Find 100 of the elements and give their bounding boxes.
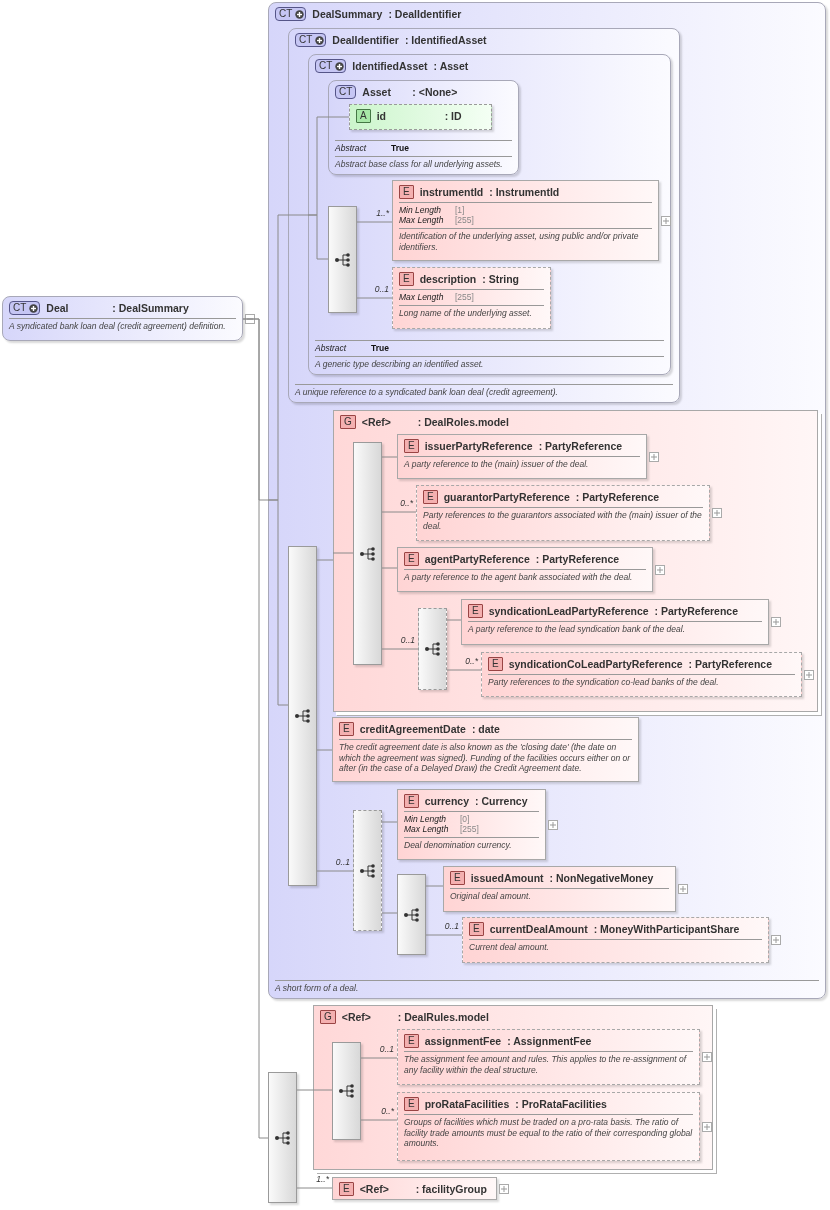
description: Original deal amount. [450,891,532,902]
sequence-bar [353,442,382,665]
property-name: Max Length [399,292,445,302]
description: Deal denomination currency. [404,840,513,851]
cardinality-label: 1..* [376,208,389,218]
type-name: : Asset [433,60,469,72]
cardinality-label: 1..* [316,1174,329,1184]
connector-line [425,885,444,887]
description: Party references to the syndication co-lead banks of the deal. [488,677,720,688]
property-name: Max Length [399,215,445,225]
connector-line [307,214,329,260]
element-name: <Ref> [361,416,392,428]
property-value: [0] [460,814,470,824]
property-name: Abstract [335,142,368,153]
connector-line [316,749,333,751]
connector-line [381,912,398,914]
type-name: : ProRataFacilities [515,1098,607,1110]
description: A party reference to the agent bank associated with the deal. [404,572,634,583]
description: A short form of a deal. [275,982,360,993]
type-name: : ID [444,110,462,122]
connector-line [356,221,393,223]
description: A party reference to the lead syndication bank of the deal. [468,624,687,635]
property-value: [255] [455,292,474,302]
type-name: : DealRoles.model [417,416,509,428]
connector-line [381,567,398,569]
element-name: issuerPartyReference [424,440,533,452]
connector-line [446,669,482,671]
connector-line [360,1119,398,1121]
description: A unique reference to a syndicated bank loan deal (credit agreement). [295,386,559,397]
cardinality-label: 0..1 [335,857,350,867]
element-name: IdentifiedAsset [352,60,428,72]
sequence-bar [288,546,317,886]
connector-line [381,456,398,458]
type-badge: E [468,604,483,618]
description: A syndicated bank loan deal (credit agreement) definition. [9,321,227,332]
description: Identification of the underlying asset, using public and/or private identifiers. [399,231,640,252]
complex-type-box [328,80,519,175]
cardinality-label: 0..1 [444,921,459,931]
element-name: syndicationCoLeadPartyReference [508,658,683,670]
connector-line [360,1057,398,1059]
attribute-box [349,104,492,130]
type-name: : MoneyWithParticipantShare [593,923,740,935]
property-value: True [371,342,389,353]
type-badge: CT [335,85,357,99]
complex-type-box [308,54,671,375]
type-name: : date [471,723,500,735]
type-name: : NonNegativeMoney [549,872,654,884]
connector-line [242,318,269,1139]
element-box [332,717,639,782]
cardinality-label: 0..1 [374,284,389,294]
element-name: <Ref> [341,1011,372,1023]
description: Groups of facilities which must be traded on a pro-rata basis. The ratio of facility trade amounts must be equal to the ratio of their corresponding global amounts. [404,1117,693,1149]
type-badge: E [404,552,419,566]
property-name: Min Length [399,205,443,215]
connector-line [332,552,354,554]
description: The credit agreement date is also known as the 'closing date' (the date on which the agreement was signed). Funding of the facilities occurs either on or after (in the case of a Delayed Draw) the Credit Agreement date. [339,742,632,774]
property-name: Abstract [315,342,348,353]
element-name: instrumentId [419,186,484,198]
connector-line [381,648,419,650]
sequence-bar [397,874,426,955]
connector-line [381,511,417,513]
connector-line [425,934,463,936]
type-name: : DealIdentifier [388,8,462,20]
type-name: : InstrumentId [489,186,560,198]
type-badge: E [399,185,414,199]
type-name: : DealRules.model [397,1011,489,1023]
complex-type-box [268,2,826,999]
description: A generic type describing an identified asset. [315,358,485,369]
property-name: Min Length [404,814,448,824]
element-name: guarantorPartyReference [443,491,570,503]
type-name: : <None> [412,86,458,98]
type-badge: A [356,109,371,123]
type-badge: E [469,922,484,936]
type-badge: E [404,794,419,808]
connector-line [446,619,462,621]
type-badge: G [340,415,356,429]
cardinality-label: 0..1 [379,1044,394,1054]
description: A party reference to the (main) issuer of the deal. [404,459,590,470]
type-badge: E [399,272,414,286]
element-name: creditAgreementDate [359,723,466,735]
connector-line [296,1089,314,1091]
sequence-bar [328,206,357,313]
type-name: : String [482,273,519,285]
cardinality-label: 0..* [465,656,478,666]
element-name: <Ref> [359,1183,390,1195]
type-badge: E [423,490,438,504]
connector-line [316,559,334,561]
element-name: proRataFacilities [424,1098,510,1110]
connector-line [356,297,393,299]
element-name: Asset [362,86,392,98]
element-name: currency [424,795,470,807]
type-name: : IdentifiedAsset [404,34,487,46]
sequence-bar [418,608,447,690]
property-value: [255] [455,215,474,225]
sequence-bar [332,1042,361,1140]
sequence-bar [353,810,382,931]
type-name: : DealSummary [112,302,189,314]
complex-type-box [288,28,680,403]
property-value: True [391,142,409,153]
type-name: : Currency [475,795,528,807]
